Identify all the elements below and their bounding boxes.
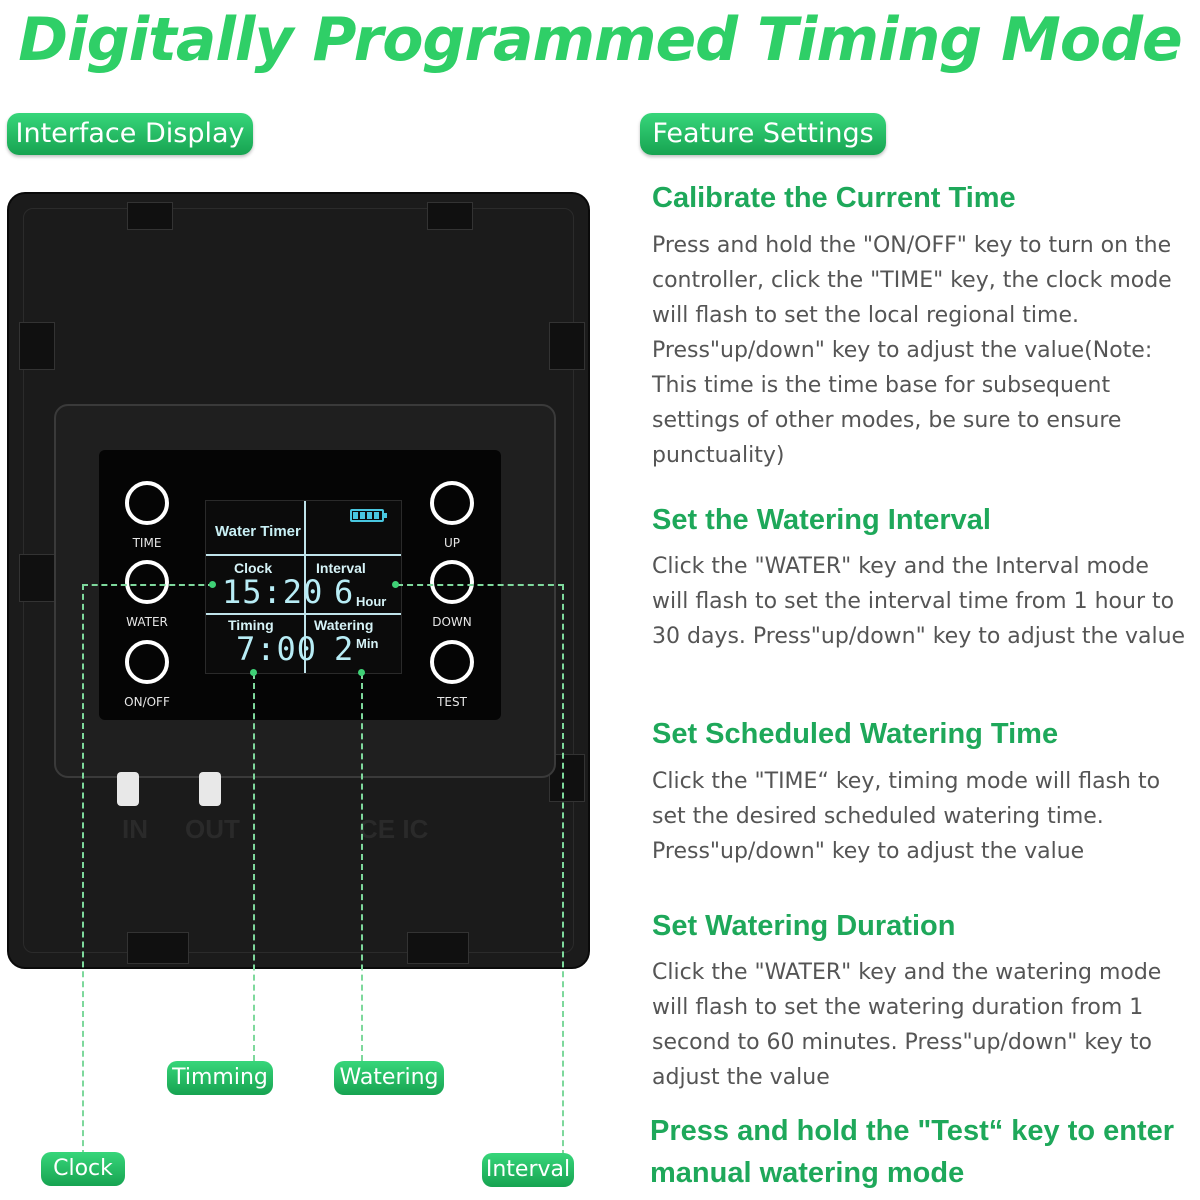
embossed-out: OUT xyxy=(185,814,240,844)
clock-leader-line xyxy=(82,584,214,1156)
interval-leader-line xyxy=(397,584,564,1156)
feature-title: Set the Watering Interval xyxy=(652,504,991,536)
lcd-interval-unit: Hour xyxy=(356,594,387,609)
feature-body: Click the "TIME“ key, timing mode will f… xyxy=(652,769,1161,864)
page-title: Digitally Programmed Timing Mode xyxy=(18,5,1182,75)
time-button-label: TIME xyxy=(132,536,162,550)
watering-marker-dot xyxy=(358,669,365,676)
onoff-button[interactable] xyxy=(125,640,169,684)
battery-icon xyxy=(350,509,387,522)
embossed-in: IN xyxy=(122,814,148,844)
lcd-watering-value: 2 xyxy=(334,630,355,668)
device-clip xyxy=(127,202,173,230)
inlet-port xyxy=(117,772,139,806)
lcd-divider xyxy=(304,501,306,673)
up-button[interactable] xyxy=(430,481,474,525)
lcd-clock-label: Clock xyxy=(234,560,273,576)
manual-mode-note: Press and hold the "Test“ key to enter m… xyxy=(650,1115,1175,1189)
outlet-port xyxy=(199,772,221,806)
tab-interface-display: Interface Display xyxy=(7,113,253,155)
time-button[interactable] xyxy=(125,481,169,525)
feature-body: Click the "WATER" key and the Interval m… xyxy=(652,554,1186,649)
tab-feature-settings: Feature Settings xyxy=(640,113,886,155)
down-button-label: DOWN xyxy=(432,615,472,629)
callout-timming: Timming xyxy=(167,1061,273,1095)
lcd-title: Water Timer xyxy=(215,523,301,540)
water-button-label: WATER xyxy=(126,615,168,629)
lcd-watering-label: Watering xyxy=(314,617,374,633)
down-button[interactable] xyxy=(430,560,474,604)
device-clip xyxy=(127,932,189,964)
test-button[interactable] xyxy=(430,640,474,684)
embossed-ce: CE IC xyxy=(359,814,429,844)
lcd-timing-value: 7:00 xyxy=(236,630,318,668)
lcd-screen xyxy=(205,500,402,674)
watering-leader-line xyxy=(361,673,363,1061)
onoff-button-label: ON/OFF xyxy=(124,695,170,709)
test-button-label: TEST xyxy=(437,695,467,709)
callout-interval: Interval xyxy=(482,1153,574,1187)
feature-title: Calibrate the Current Time xyxy=(652,182,1016,214)
lcd-timing-label: Timing xyxy=(228,617,274,633)
feature-title: Set Scheduled Watering Time xyxy=(652,718,1059,750)
device-clip xyxy=(549,322,585,370)
lcd-interval-label: Interval xyxy=(316,560,366,576)
device-clip xyxy=(407,932,469,964)
timing-marker-dot xyxy=(250,669,257,676)
callout-watering: Watering xyxy=(334,1061,444,1095)
lcd-clock-value: 15:20 xyxy=(222,573,324,611)
interval-marker-dot xyxy=(392,581,399,588)
device-clip xyxy=(19,322,55,370)
lcd-divider xyxy=(206,554,401,556)
device-clip xyxy=(427,202,473,230)
feature-title: Set Watering Duration xyxy=(652,910,956,942)
feature-body: Press and hold the "ON/OFF" key to turn … xyxy=(652,233,1172,468)
water-button[interactable] xyxy=(125,560,169,604)
device-clip xyxy=(19,554,55,602)
lcd-interval-value: 6 xyxy=(334,573,355,611)
timing-leader-line xyxy=(253,673,255,1061)
lcd-divider xyxy=(206,613,401,615)
up-button-label: UP xyxy=(443,536,461,550)
callout-clock: Clock xyxy=(41,1152,125,1186)
clock-marker-dot xyxy=(209,581,216,588)
lcd-watering-unit: Min xyxy=(356,636,379,651)
feature-body: Click the "WATER" key and the watering m… xyxy=(652,960,1162,1090)
